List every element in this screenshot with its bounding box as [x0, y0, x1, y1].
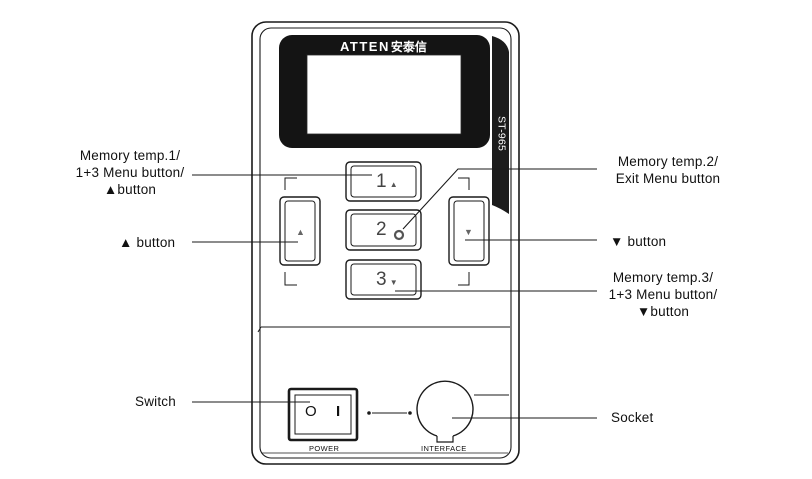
callout-up-button: ▲ button — [119, 235, 176, 250]
callout-mem1: Memory temp.1/ 1+3 Menu button/ ▲button — [40, 147, 220, 198]
callout-mem2: Memory temp.2/ Exit Menu button — [592, 153, 744, 187]
callout-switch: Switch — [135, 394, 176, 409]
callout-mem1-line-3: ▲button — [103, 182, 157, 197]
brand-name-cn: 安泰信 — [390, 40, 427, 54]
memory-button-1-up-icon: ▲ — [389, 180, 398, 189]
switch-off-mark: O — [305, 403, 317, 420]
model-label: ST-965 — [495, 115, 508, 152]
power-label: POWER — [309, 444, 340, 453]
memory-button-2-number: 2 — [376, 219, 387, 240]
switch-on-mark: I — [336, 403, 341, 420]
callout-mem1-line-1: Memory temp.1/ — [79, 148, 181, 163]
bracket-left-top — [284, 177, 297, 190]
callout-mem2-line-1: Memory temp.2/ — [617, 154, 719, 169]
callout-socket: Socket — [611, 410, 654, 425]
up-button-arrow-icon: ▲ — [296, 227, 306, 237]
memory-button-2-dot-icon — [393, 229, 405, 241]
callout-mem3: Memory temp.3/ 1+3 Menu button/ ▼button — [582, 269, 744, 320]
bracket-left-bottom — [284, 272, 297, 286]
lcd-screen — [306, 54, 462, 135]
memory-button-2[interactable] — [345, 209, 422, 251]
leader-mem2 — [402, 168, 597, 230]
power-switch[interactable] — [287, 387, 359, 442]
callout-mem3-line-3: ▼button — [636, 304, 690, 319]
callout-down-button: ▼ button — [610, 234, 667, 249]
memory-button-1[interactable] — [345, 161, 422, 202]
bracket-right-bottom — [458, 272, 470, 286]
device-front-panel — [259, 27, 512, 459]
interface-socket[interactable] — [416, 380, 474, 443]
memory-button-1-label: 1▲ — [376, 171, 398, 196]
up-button[interactable] — [279, 196, 321, 266]
panel-divider-step — [257, 326, 262, 333]
memory-button-1-number: 1 — [376, 171, 387, 192]
callout-mem2-line-2: Exit Menu button — [615, 171, 721, 186]
memory-button-3-number: 3 — [376, 269, 387, 290]
memory-button-3-label: 3▼ — [376, 269, 398, 294]
interface-label: INTERFACE — [421, 444, 467, 453]
brand-name: ATTEN — [340, 39, 390, 54]
callout-mem3-line-1: Memory temp.3/ — [612, 270, 714, 285]
down-button[interactable] — [448, 196, 490, 266]
brand-logo: ATTEN安泰信 — [340, 38, 427, 56]
memory-button-3[interactable] — [345, 259, 422, 300]
callout-mem3-line-2: 1+3 Menu button/ — [608, 287, 718, 302]
callout-mem1-line-2: 1+3 Menu button/ — [75, 165, 185, 180]
link-end-left-icon — [367, 411, 371, 415]
down-button-arrow-icon: ▼ — [464, 227, 474, 237]
link-end-right-icon — [408, 411, 412, 415]
bracket-right-top — [458, 177, 470, 190]
memory-button-3-down-icon: ▼ — [389, 278, 398, 287]
